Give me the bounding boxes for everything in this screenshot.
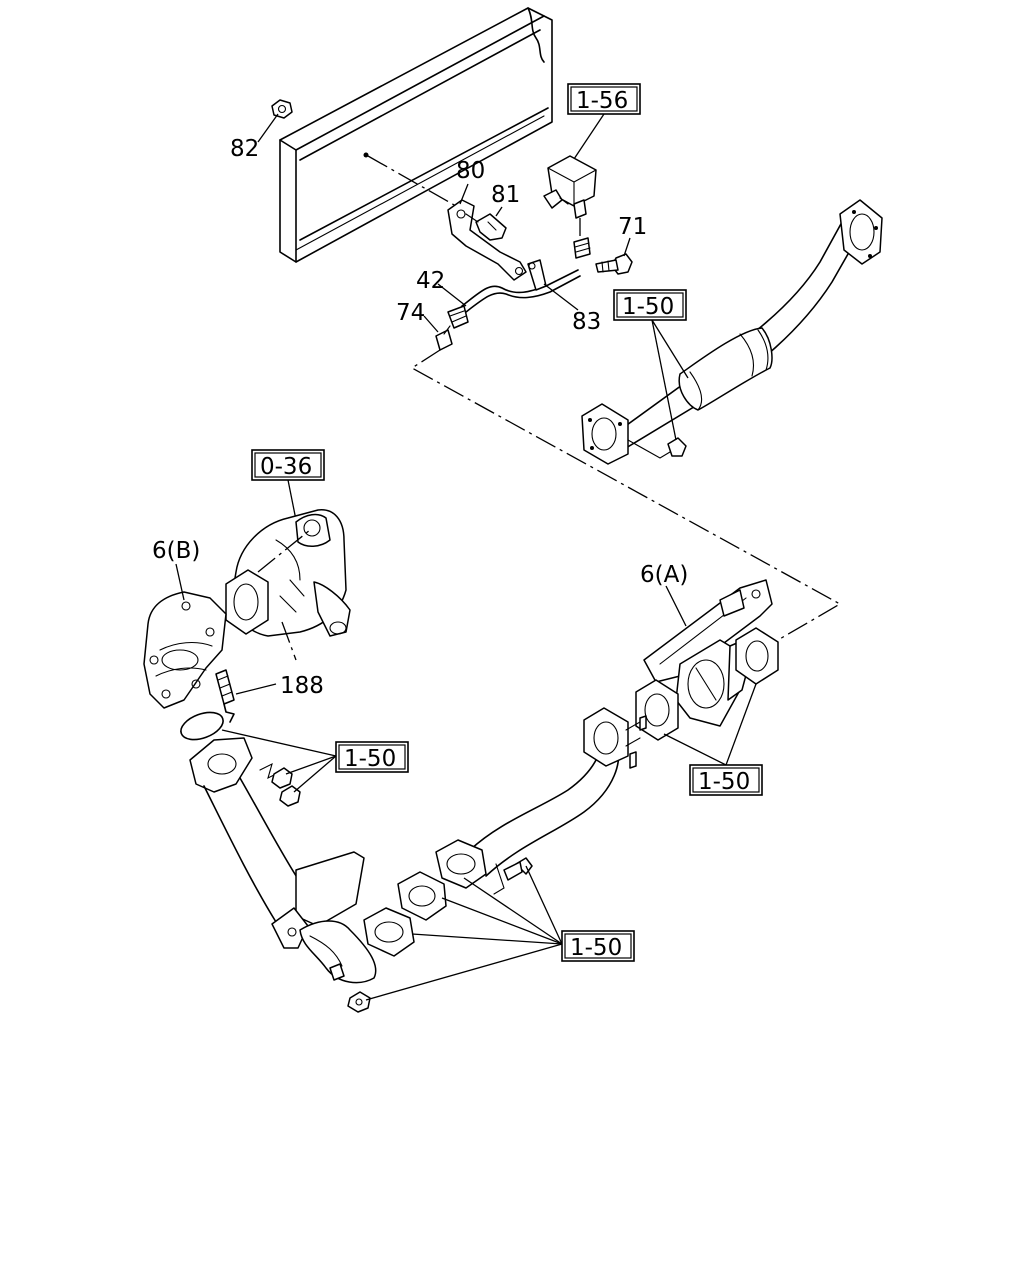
fitting-74 — [435, 305, 469, 351]
ref-box-1-50-bottom — [561, 930, 635, 962]
part-number-188: 188 — [280, 673, 324, 699]
part-number-80: 80 — [456, 158, 485, 184]
gasket-ring — [180, 711, 224, 741]
part-number-42: 42 — [416, 268, 445, 294]
turbocharger — [225, 509, 351, 661]
gasket-bottom — [397, 871, 447, 921]
part-number-6b: 6(B) — [152, 538, 200, 564]
ref-label-0-36: 0-36 — [260, 454, 312, 480]
part-number-81: 81 — [491, 182, 520, 208]
ref-label-1-50-right: 1-50 — [698, 769, 750, 795]
part-number-71: 71 — [618, 214, 647, 240]
nut-82 — [271, 99, 293, 119]
sensor-module — [543, 155, 597, 219]
ref-box-1-50-top — [613, 289, 687, 321]
ref-label-1-50-top: 1-50 — [622, 294, 674, 320]
bracket-80 — [447, 199, 527, 281]
hose-connector — [573, 237, 591, 259]
front-exhaust-pipe — [189, 737, 377, 984]
ref-label-1-50-left: 1-50 — [344, 746, 396, 772]
stud-188 — [215, 669, 235, 705]
bolt-81 — [465, 213, 507, 241]
nut-bottom — [347, 991, 371, 1013]
ref-box-1-50-left — [335, 741, 409, 773]
frame-rail — [279, 7, 553, 263]
hose-42 — [461, 259, 581, 313]
part-number-6a: 6(A) — [640, 562, 688, 588]
ref-label-1-56: 1-56 — [576, 88, 628, 114]
exhaust-manifold-6b — [143, 591, 227, 709]
intermediate-pipe — [435, 707, 647, 895]
rear-exhaust-pipe — [581, 199, 883, 465]
bolt-71 — [595, 253, 633, 275]
part-number-83: 83 — [572, 309, 601, 335]
part-number-82: 82 — [230, 136, 259, 162]
pipe-flange — [363, 907, 415, 957]
ref-label-1-50-bottom: 1-50 — [570, 935, 622, 961]
part-number-74: 74 — [396, 300, 425, 326]
